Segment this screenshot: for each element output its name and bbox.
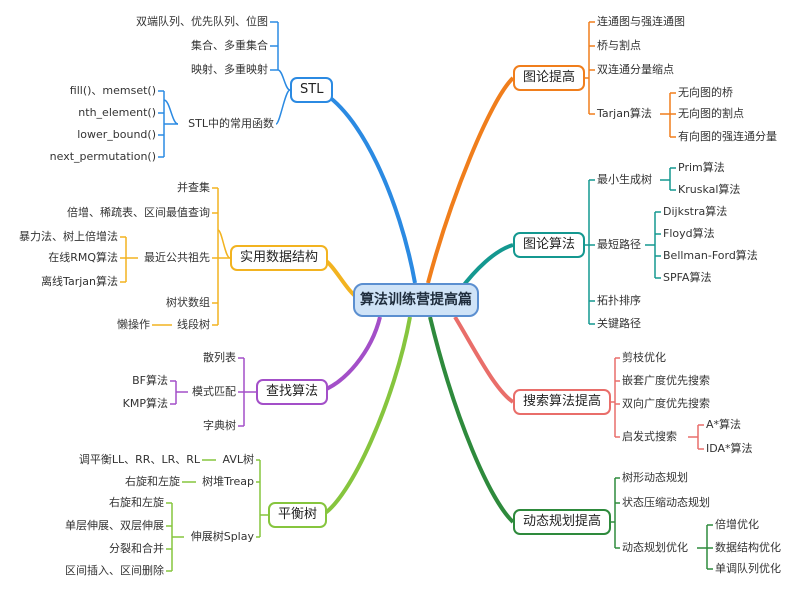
- graph-adv-connected: 连通图与强连通图: [597, 15, 685, 28]
- dp-opt-monoqueue: 单调队列优化: [715, 562, 781, 575]
- ds-item-union-find: 并查集: [177, 181, 210, 194]
- sp-floyd: Floyd算法: [663, 227, 715, 240]
- ds-seg-lazy: 懒操作: [117, 318, 150, 331]
- graph-adv-bcc: 双连通分量缩点: [597, 63, 674, 76]
- graph-adv-bridges: 桥与割点: [597, 39, 641, 52]
- stl-item-map: 映射、多重映射: [191, 63, 268, 76]
- mst-kruskal: Kruskal算法: [678, 183, 741, 196]
- tarjan-bridge: 无向图的桥: [678, 86, 733, 99]
- ds-lca-node[interactable]: 最近公共祖先: [144, 251, 210, 264]
- dp-bitmask: 状态压缩动态规划: [622, 496, 710, 509]
- bst-treap-rotate: 右旋和左旋: [125, 475, 180, 488]
- graph-alg-mst-node[interactable]: 最小生成树: [597, 173, 652, 186]
- bst-treap-node[interactable]: 树堆Treap: [202, 475, 254, 488]
- branch-search[interactable]: 查找算法: [256, 379, 329, 405]
- stl-item-deque: 双端队列、优先队列、位图: [136, 15, 268, 28]
- dp-opt-ds: 数据结构优化: [715, 541, 781, 554]
- branch-search-advanced[interactable]: 搜索算法提高: [513, 389, 612, 415]
- dp-tree: 树形动态规划: [622, 471, 688, 484]
- connector-root-search: [317, 316, 382, 394]
- sp-dijkstra: Dijkstra算法: [663, 205, 728, 218]
- connector-root-dp: [428, 316, 515, 524]
- stl-func-fill: fill()、memset(): [69, 84, 156, 97]
- ds-seg-node[interactable]: 线段树: [177, 318, 210, 331]
- bst-avl-node[interactable]: AVL树: [222, 453, 254, 466]
- connector-search-adv-group: [611, 357, 704, 450]
- branch-balanced-tree[interactable]: 平衡树: [268, 502, 328, 528]
- root-node[interactable]: 算法训练营提高篇: [353, 283, 479, 317]
- ds-item-bit: 树状数组: [166, 296, 210, 309]
- connector-bst-group: [166, 459, 268, 572]
- ds-lca-brute: 暴力法、树上倍增法: [19, 230, 118, 243]
- connector-root-bst: [320, 316, 412, 517]
- connector-dp-group: [611, 477, 713, 570]
- dp-opt-node[interactable]: 动态规划优化: [622, 541, 688, 554]
- branch-data-structures[interactable]: 实用数据结构: [230, 245, 329, 271]
- stl-item-set: 集合、多重集合: [191, 39, 268, 52]
- search-adv-heuristic-node[interactable]: 启发式搜索: [622, 430, 677, 443]
- connector-root-stl: [317, 88, 417, 284]
- search-item-trie: 字典树: [203, 419, 236, 432]
- connector-stl-group: [158, 21, 291, 158]
- graph-adv-tarjan-node[interactable]: Tarjan算法: [597, 107, 652, 120]
- tarjan-cut-vertex: 无向图的割点: [678, 107, 744, 120]
- graph-alg-sp-node[interactable]: 最短路径: [597, 238, 641, 251]
- ds-item-sparse-table: 倍增、稀疏表、区间最值查询: [67, 206, 210, 219]
- search-match-kmp: KMP算法: [122, 397, 168, 410]
- graph-alg-topo: 拓扑排序: [597, 294, 641, 307]
- connector-root-search-adv: [453, 315, 515, 404]
- bst-splay-extend: 单层伸展、双层伸展: [65, 519, 164, 532]
- ds-lca-tarjan: 离线Tarjan算法: [41, 275, 118, 288]
- bst-splay-rotate: 右旋和左旋: [109, 496, 164, 509]
- bst-avl-rotate: 调平衡LL、RR、LR、RL: [78, 453, 200, 466]
- connector-root-graph-adv: [426, 76, 515, 284]
- search-match-node[interactable]: 模式匹配: [192, 385, 236, 398]
- mst-prim: Prim算法: [678, 161, 725, 174]
- stl-func-nth: nth_element(): [78, 106, 156, 119]
- branch-graph-algorithms[interactable]: 图论算法: [513, 232, 586, 258]
- branch-graph-advanced[interactable]: 图论提高: [513, 65, 586, 91]
- heuristic-astar: A*算法: [706, 418, 742, 431]
- search-match-bf: BF算法: [132, 374, 168, 387]
- search-item-hash: 散列表: [203, 351, 236, 364]
- branch-stl[interactable]: STL: [290, 77, 334, 103]
- connector-ds-group: [120, 187, 231, 326]
- heuristic-idastar: IDA*算法: [706, 442, 753, 455]
- stl-func-lower-bound: lower_bound(): [77, 128, 156, 141]
- bst-splay-node[interactable]: 伸展树Splay: [190, 530, 254, 543]
- dp-opt-doubling: 倍增优化: [715, 518, 759, 531]
- stl-funcs-node[interactable]: STL中的常用函数: [188, 117, 274, 130]
- graph-alg-critical-path: 关键路径: [597, 317, 641, 330]
- ds-lca-rmq: 在线RMQ算法: [48, 251, 118, 264]
- search-adv-pruning: 剪枝优化: [622, 351, 666, 364]
- connector-search-group: [170, 357, 256, 427]
- stl-func-next-perm: next_permutation(): [49, 150, 156, 163]
- tarjan-scc: 有向图的强连通分量: [678, 130, 777, 143]
- bst-splay-split: 分裂和合并: [109, 542, 164, 555]
- connector-graph-adv-group: [577, 21, 676, 138]
- search-adv-bidir-bfs: 双向广度优先搜索: [622, 397, 710, 410]
- sp-spfa: SPFA算法: [663, 271, 712, 284]
- search-adv-nested-bfs: 嵌套广度优先搜索: [622, 374, 710, 387]
- branch-dp-advanced[interactable]: 动态规划提高: [513, 509, 612, 535]
- bst-splay-interval: 区间插入、区间删除: [65, 564, 164, 577]
- sp-bellman-ford: Bellman-Ford算法: [663, 249, 758, 262]
